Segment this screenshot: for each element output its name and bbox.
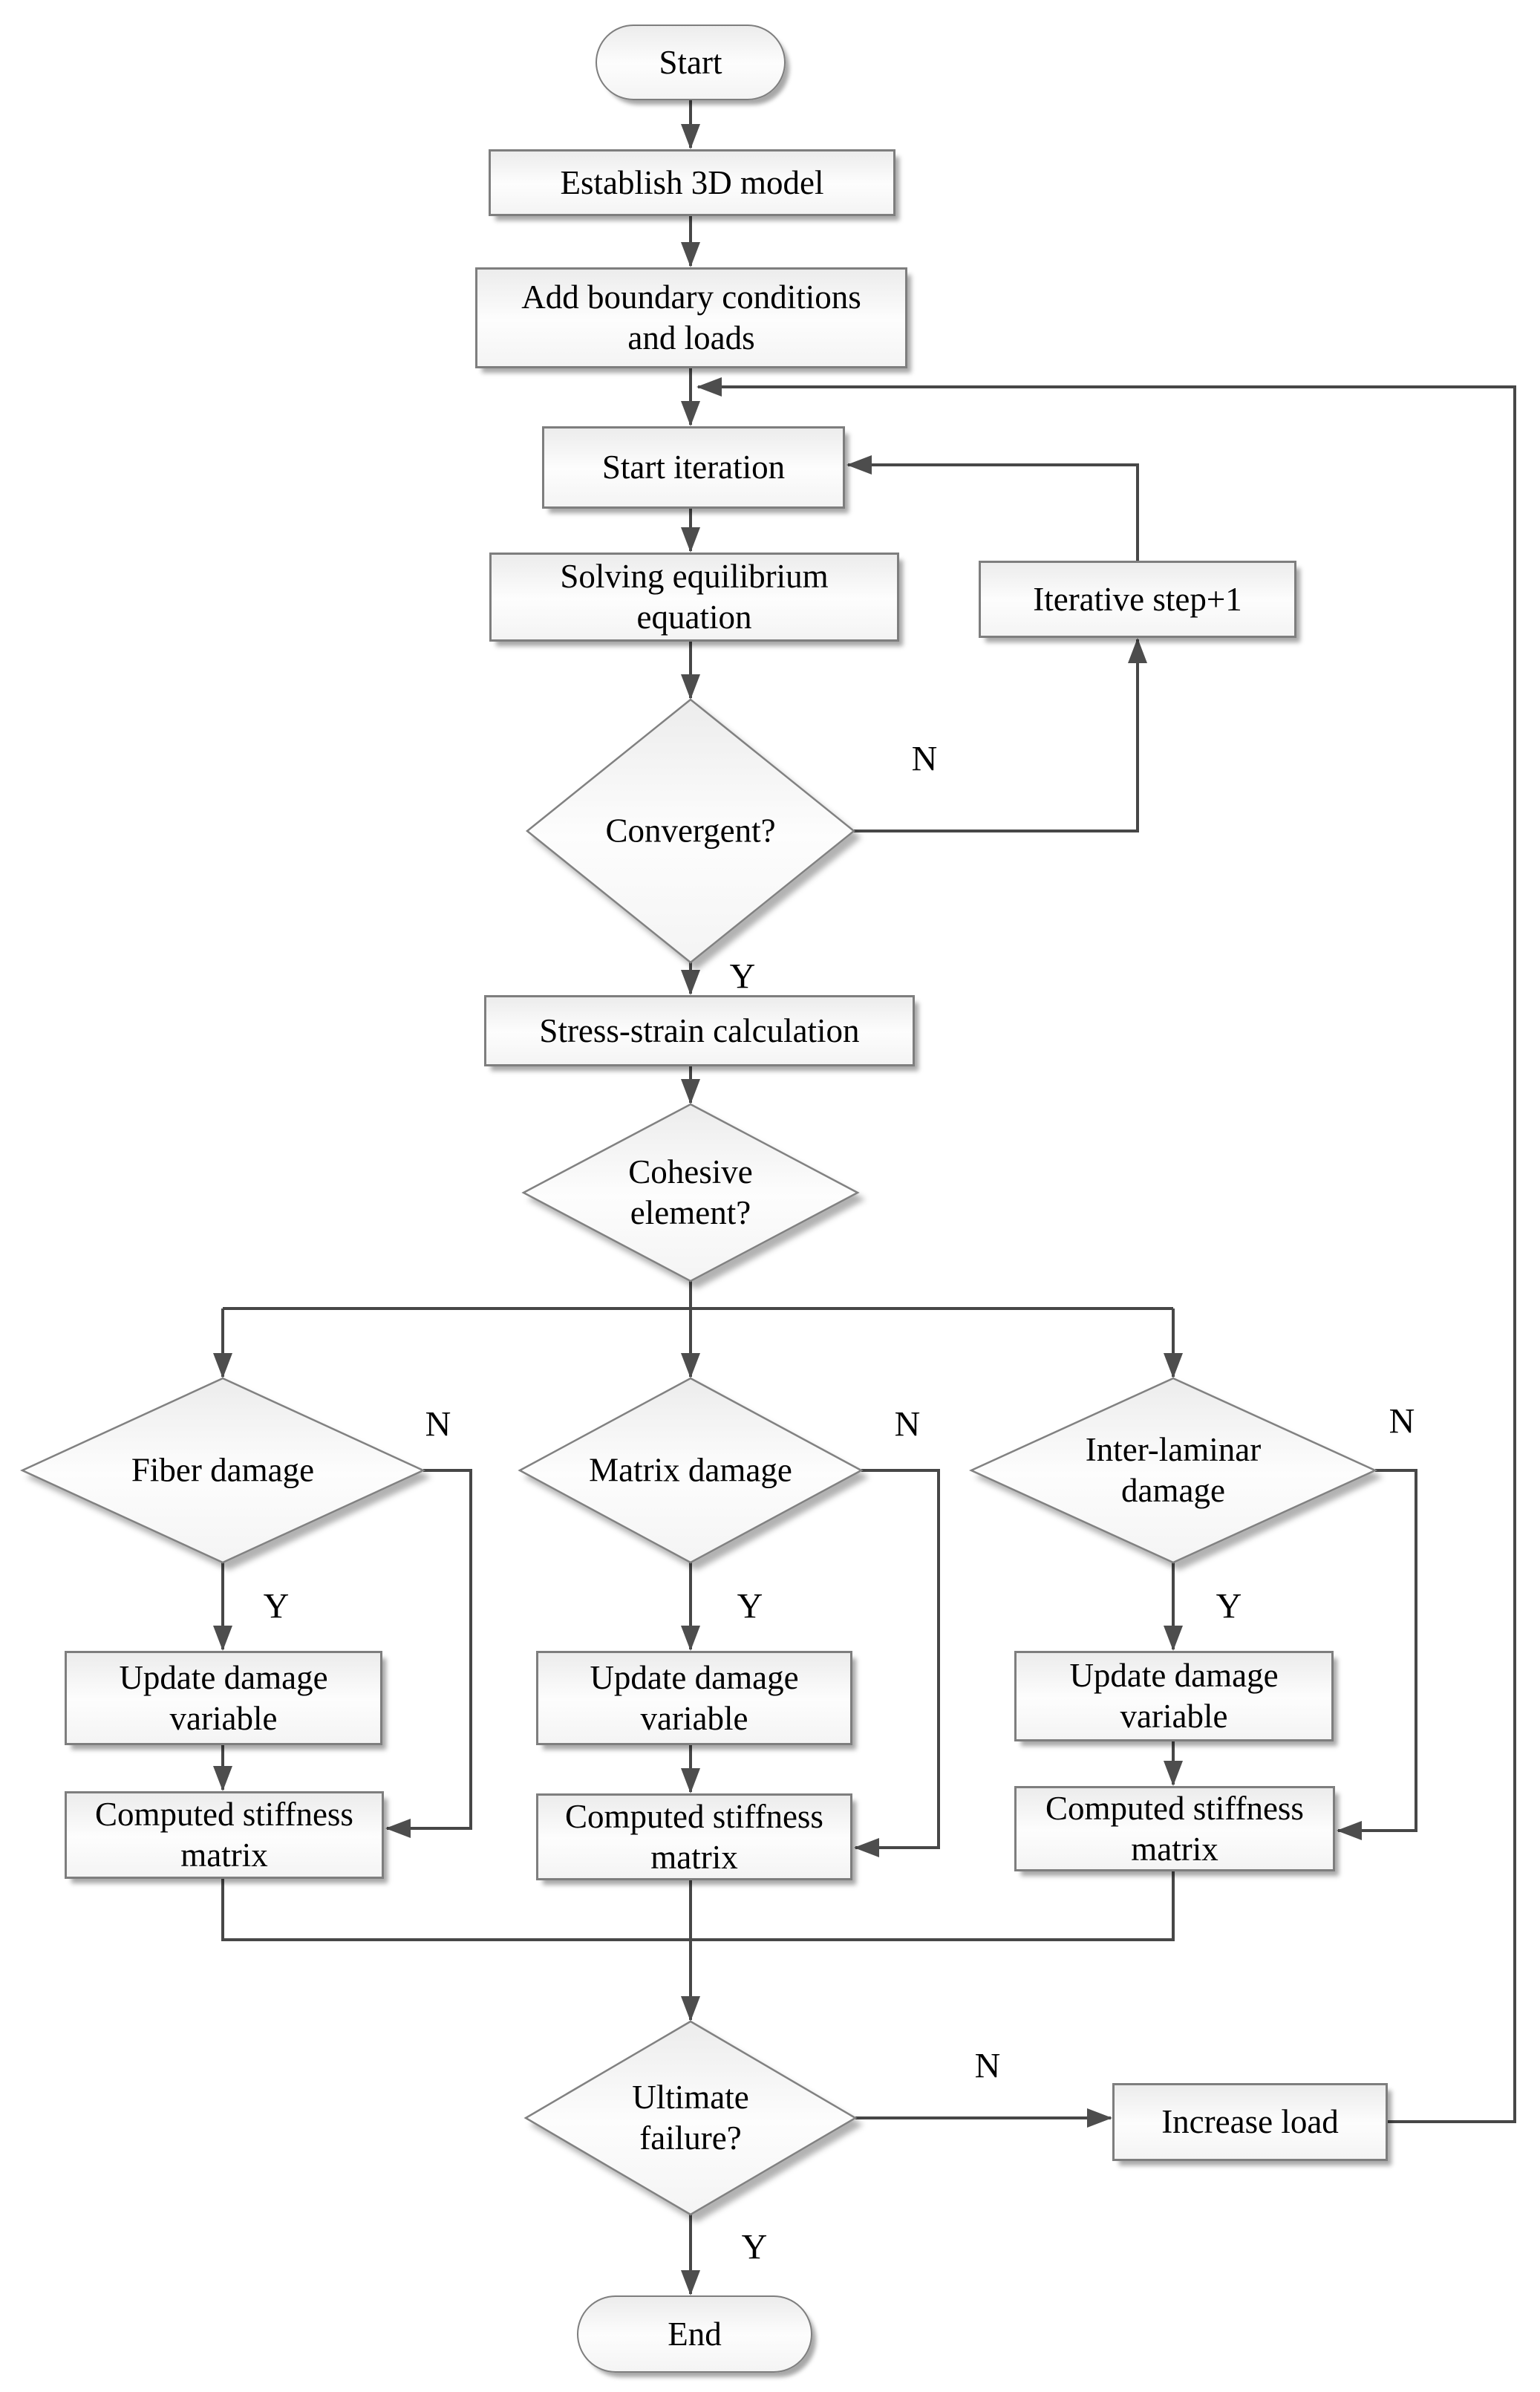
edge-fiber-yes-update	[213, 1562, 232, 1651]
ultimate-decision-shape	[523, 2020, 858, 2216]
edge-collect-ultimate	[681, 1880, 700, 2021]
fiber-yes-label: Y	[263, 1586, 290, 1626]
edge-ultimate-yes-end	[681, 2215, 700, 2295]
convergent-decision-shape	[526, 698, 855, 964]
update-damage-matrix-label: Update damage variable	[590, 1658, 799, 1737]
iterative-step-box: Iterative step+1	[979, 561, 1296, 638]
interlaminar-decision-shape	[968, 1377, 1378, 1564]
edge-iterative-startiteration	[846, 455, 1139, 561]
edge-establish-boundary	[681, 216, 700, 267]
computed-stiffness-matrix-step: Computed stiffness matrix	[536, 1793, 852, 1880]
matrix-no-label: N	[894, 1404, 921, 1444]
computed-stiffness-interlaminar-label: Computed stiffness matrix	[1045, 1789, 1304, 1868]
establish-3d-model-step: Establish 3D model	[489, 149, 895, 216]
increase-load-step: Increase load	[1112, 2083, 1388, 2161]
update-damage-interlaminar-step: Update damage variable	[1014, 1651, 1334, 1741]
edge-interlaminar-yes-update	[1164, 1562, 1183, 1651]
edge-convergent-no-iterative	[854, 638, 1147, 832]
matrix-decision-shape	[518, 1377, 864, 1564]
edge-stress-cohesive	[681, 1066, 700, 1104]
end-label: End	[668, 2315, 722, 2353]
edge-convergent-yes-stress	[681, 962, 700, 995]
edge-start-establish	[681, 100, 700, 149]
edge-interlaminar-no-bypass	[1337, 1469, 1417, 1840]
start-terminator: Start	[596, 25, 786, 100]
fiber-decision-shape	[20, 1377, 425, 1564]
solving-equilibrium-label: Solving equilibrium equation	[560, 558, 829, 636]
iterative-step-label: Iterative step+1	[1033, 580, 1242, 618]
stress-strain-step: Stress-strain calculation	[484, 995, 915, 1066]
stress-strain-label: Stress-strain calculation	[539, 1011, 860, 1049]
update-damage-fiber-label: Update damage variable	[119, 1658, 328, 1737]
update-damage-matrix-step: Update damage variable	[536, 1651, 852, 1745]
interlaminar-no-label: N	[1389, 1401, 1415, 1441]
computed-stiffness-fiber-step: Computed stiffness matrix	[65, 1791, 384, 1879]
increase-load-label: Increase load	[1161, 2103, 1339, 2141]
matrix-yes-label: Y	[737, 1586, 763, 1626]
computed-stiffness-fiber-label: Computed stiffness matrix	[95, 1796, 353, 1874]
edge-update-computed-interlaminar	[1164, 1741, 1183, 1786]
ultimate-no-label: N	[974, 2046, 1001, 2086]
start-label: Start	[659, 43, 722, 81]
fiber-decision-label: Fiber damage	[131, 1451, 315, 1489]
computed-stiffness-interlaminar-step: Computed stiffness matrix	[1014, 1786, 1335, 1871]
solving-equilibrium-step: Solving equilibrium equation	[489, 553, 899, 642]
edge-update-computed-matrix	[681, 1745, 700, 1793]
matrix-decision-label: Matrix damage	[589, 1451, 792, 1489]
edge-increase-load-loop	[696, 377, 1516, 2123]
update-damage-interlaminar-label: Update damage variable	[1069, 1657, 1279, 1735]
ultimate-yes-label: Y	[741, 2227, 768, 2267]
convergent-yes-label: Y	[729, 957, 756, 997]
edge-startiteration-solve	[681, 509, 700, 553]
computed-stiffness-matrix-label: Computed stiffness matrix	[565, 1797, 823, 1876]
fiber-no-label: N	[425, 1404, 451, 1444]
edge-solve-convergent	[681, 642, 700, 700]
establish-3d-model-label: Establish 3D model	[560, 163, 824, 201]
ultimate-decision-label: Ultimate failure?	[632, 2079, 749, 2157]
edge-collect-left	[221, 1879, 691, 1941]
edge-collect-right	[691, 1871, 1175, 1941]
edge-update-computed-fiber	[213, 1745, 232, 1791]
update-damage-fiber-step: Update damage variable	[65, 1651, 382, 1745]
end-terminator: End	[577, 2295, 812, 2373]
cohesive-decision-shape	[521, 1103, 860, 1283]
edge-fiber-no-bypass	[385, 1469, 472, 1838]
add-boundary-step: Add boundary conditions and loads	[475, 267, 907, 368]
convergent-decision-label: Convergent?	[605, 812, 776, 850]
edge-boundary-startiteration	[681, 368, 700, 426]
edge-matrix-yes-update	[681, 1562, 700, 1651]
edge-cohesive-distribution	[213, 1281, 1183, 1378]
interlaminar-yes-label: Y	[1216, 1586, 1242, 1626]
start-iteration-label: Start iteration	[601, 449, 786, 486]
start-iteration-step: Start iteration	[542, 426, 845, 509]
edge-ultimate-no-increase	[855, 2108, 1112, 2128]
edge-matrix-no-bypass	[854, 1469, 940, 1857]
convergent-no-label: N	[911, 739, 938, 779]
cohesive-decision-label: Cohesive element?	[628, 1153, 753, 1231]
add-boundary-label: Add boundary conditions and loads	[521, 278, 861, 356]
interlaminar-decision-label: Inter-laminar damage	[1085, 1431, 1262, 1509]
